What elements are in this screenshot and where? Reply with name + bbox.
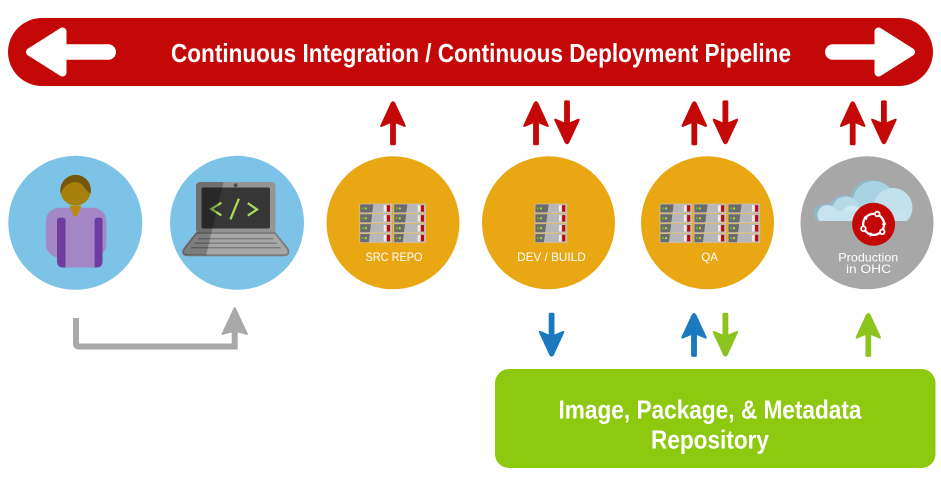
svg-text:Repository: Repository [651,425,769,455]
svg-text:Production: Production [838,251,898,264]
svg-text:Continuous Integration / Conti: Continuous Integration / Continuous Depl… [171,38,791,68]
svg-text:QA: QA [701,251,718,264]
svg-text:Image, Package, & Metadata: Image, Package, & Metadata [559,395,862,425]
svg-text:in OHC: in OHC [846,263,891,276]
svg-text:DEV / BUILD: DEV / BUILD [517,251,586,264]
svg-text:SRC REPO: SRC REPO [366,251,423,264]
